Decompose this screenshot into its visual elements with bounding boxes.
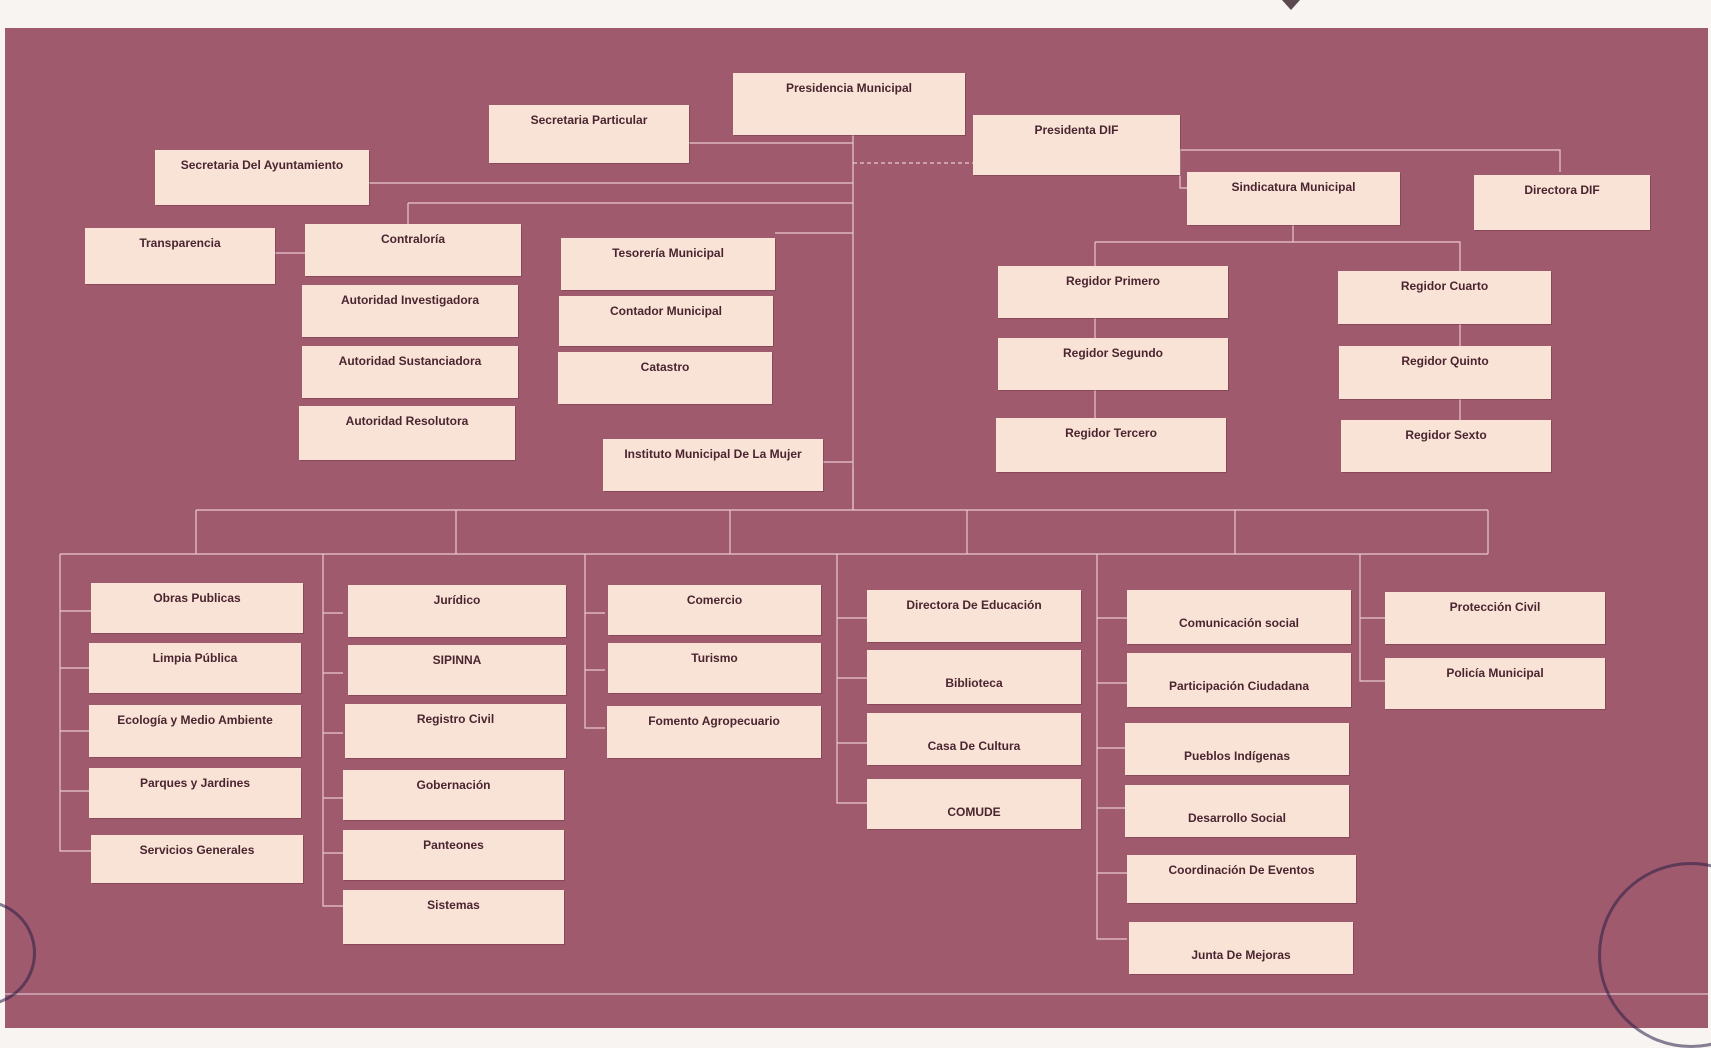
box-regidor-segundo: Regidor Segundo xyxy=(998,338,1228,390)
box-turismo: Turismo xyxy=(608,643,821,693)
box-autoridad-sustanciadora: Autoridad Sustanciadora xyxy=(302,346,518,398)
box-autoridad-resolutora: Autoridad Resolutora xyxy=(299,406,515,460)
box-servicios-generales: Servicios Generales xyxy=(91,835,303,883)
box-contador-municipal: Contador Municipal xyxy=(559,296,773,346)
box-catastro: Catastro xyxy=(558,352,772,404)
connector-directora-dif xyxy=(1180,149,1561,172)
rail-col2 xyxy=(322,554,343,907)
box-fomento-agropecuario: Fomento Agropecuario xyxy=(607,706,821,758)
box-sipinna: SIPINNA xyxy=(348,645,566,695)
rail-col6 xyxy=(1359,554,1385,682)
ink-mark xyxy=(1282,0,1300,10)
box-sistemas: Sistemas xyxy=(343,890,564,944)
org-chart: Presidencia Municipal Secretaria Particu… xyxy=(5,28,1708,1028)
box-presidenta-dif: Presidenta DIF xyxy=(973,115,1180,175)
box-junta-mejoras: Junta De Mejoras xyxy=(1129,922,1353,974)
box-coordinacion-eventos: Coordinación De Eventos xyxy=(1127,855,1356,903)
box-comude: COMUDE xyxy=(867,779,1081,829)
box-participacion-ciudadana: Participación Ciudadana xyxy=(1127,653,1351,707)
rail-col3 xyxy=(584,554,605,729)
box-panteones: Panteones xyxy=(343,830,564,880)
box-pueblos-indigenas: Pueblos Indígenas xyxy=(1125,723,1349,775)
box-desarrollo-social: Desarrollo Social xyxy=(1125,785,1349,837)
box-regidor-sexto: Regidor Sexto xyxy=(1341,420,1551,472)
connector-regidores-bar xyxy=(1095,241,1461,271)
box-regidor-tercero: Regidor Tercero xyxy=(996,418,1226,472)
box-transparencia: Transparencia xyxy=(85,228,275,284)
box-gobernacion: Gobernación xyxy=(343,770,564,820)
box-parques-jardines: Parques y Jardines xyxy=(89,768,301,818)
box-ecologia: Ecología y Medio Ambiente xyxy=(89,705,301,757)
box-regidor-primero: Regidor Primero xyxy=(998,266,1228,318)
box-regidor-quinto: Regidor Quinto xyxy=(1339,346,1551,399)
box-proteccion-civil: Protección Civil xyxy=(1385,592,1605,644)
box-casa-cultura: Casa De Cultura xyxy=(867,713,1081,765)
box-policia-municipal: Policía Municipal xyxy=(1385,658,1605,709)
box-regidor-cuarto: Regidor Cuarto xyxy=(1338,271,1551,324)
box-biblioteca: Biblioteca xyxy=(867,650,1081,704)
bottom-rule xyxy=(5,993,1708,995)
rail-col4 xyxy=(836,554,867,804)
box-registro-civil: Registro Civil xyxy=(345,704,566,758)
box-juridico: Jurídico xyxy=(348,585,566,637)
box-contraloria: Contraloría xyxy=(305,224,521,276)
box-sindicatura-municipal: Sindicatura Municipal xyxy=(1187,172,1400,225)
box-obras-publicas: Obras Publicas xyxy=(91,583,303,633)
box-limpia-publica: Limpia Pública xyxy=(89,643,301,693)
box-directora-dif: Directora DIF xyxy=(1474,175,1650,230)
rail-col1 xyxy=(59,554,93,852)
box-autoridad-investigadora: Autoridad Investigadora xyxy=(302,285,518,337)
connector-lines xyxy=(59,135,1561,940)
box-comunicacion-social: Comunicación social xyxy=(1127,590,1351,644)
box-tesoreria-municipal: Tesorería Municipal xyxy=(561,238,775,290)
rail-col5 xyxy=(1096,554,1127,940)
box-instituto-mujer: Instituto Municipal De La Mujer xyxy=(603,439,823,491)
box-presidencia-municipal: Presidencia Municipal xyxy=(733,73,965,135)
box-secretaria-ayuntamiento: Secretaria Del Ayuntamiento xyxy=(155,150,369,205)
box-directora-educacion: Directora De Educación xyxy=(867,590,1081,642)
box-secretaria-particular: Secretaria Particular xyxy=(489,105,689,163)
box-comercio: Comercio xyxy=(608,585,821,635)
